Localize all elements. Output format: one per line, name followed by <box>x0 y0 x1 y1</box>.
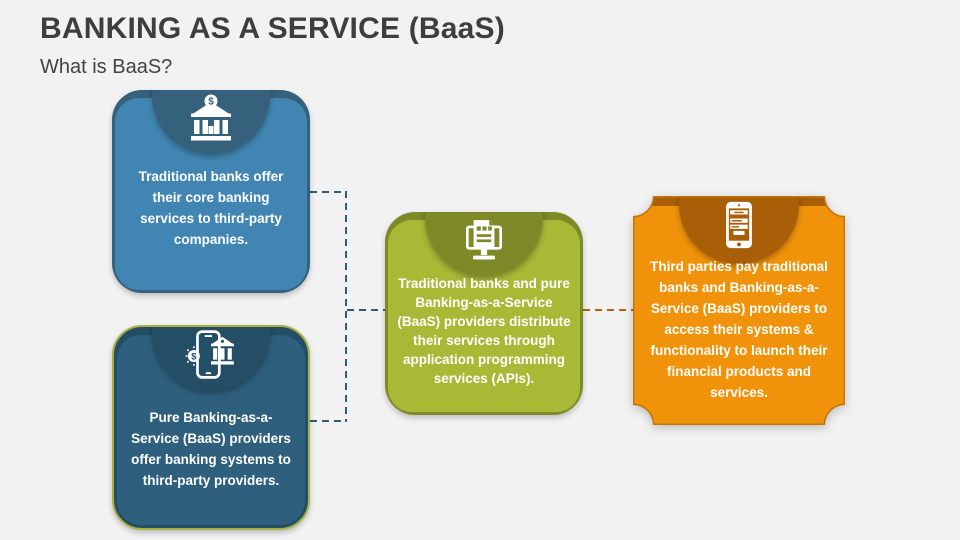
connector-vertical <box>345 191 347 422</box>
svg-text:$: $ <box>208 97 214 108</box>
card-traditional-banks[interactable]: $ Traditional banks offer their core ban… <box>112 90 310 293</box>
monitor-document-icon <box>459 217 509 265</box>
bank-icon: $ <box>187 94 235 144</box>
page-subtitle: What is BaaS? <box>40 56 173 78</box>
card-text: Third parties pay traditional banks and … <box>650 259 828 400</box>
card-pure-baas-providers[interactable]: $ Pure Banking-as-a-Service (BaaS) provi… <box>112 325 310 530</box>
svg-text:$: $ <box>191 352 197 362</box>
card-third-parties-wrap: Third parties pay traditional banks and … <box>633 196 845 425</box>
connector-bottom-left <box>310 420 347 422</box>
connector-top-left <box>310 191 347 193</box>
card-text: Pure Banking-as-a-Service (BaaS) provide… <box>131 410 291 488</box>
card-text: Traditional banks and pure Banking-as-a-… <box>397 276 571 386</box>
card-api-distribution[interactable]: Traditional banks and pure Banking-as-a-… <box>385 212 583 415</box>
connector-to-right <box>583 309 633 311</box>
card-text: Traditional banks offer their core banki… <box>138 169 284 247</box>
connector-to-middle <box>347 309 385 311</box>
card-third-parties[interactable]: Third parties pay traditional banks and … <box>633 196 845 425</box>
smartphone-form-icon <box>724 201 754 249</box>
page-title: BANKING AS A SERVICE (BaaS) <box>40 12 505 45</box>
mobile-banking-icon: $ <box>185 330 237 380</box>
